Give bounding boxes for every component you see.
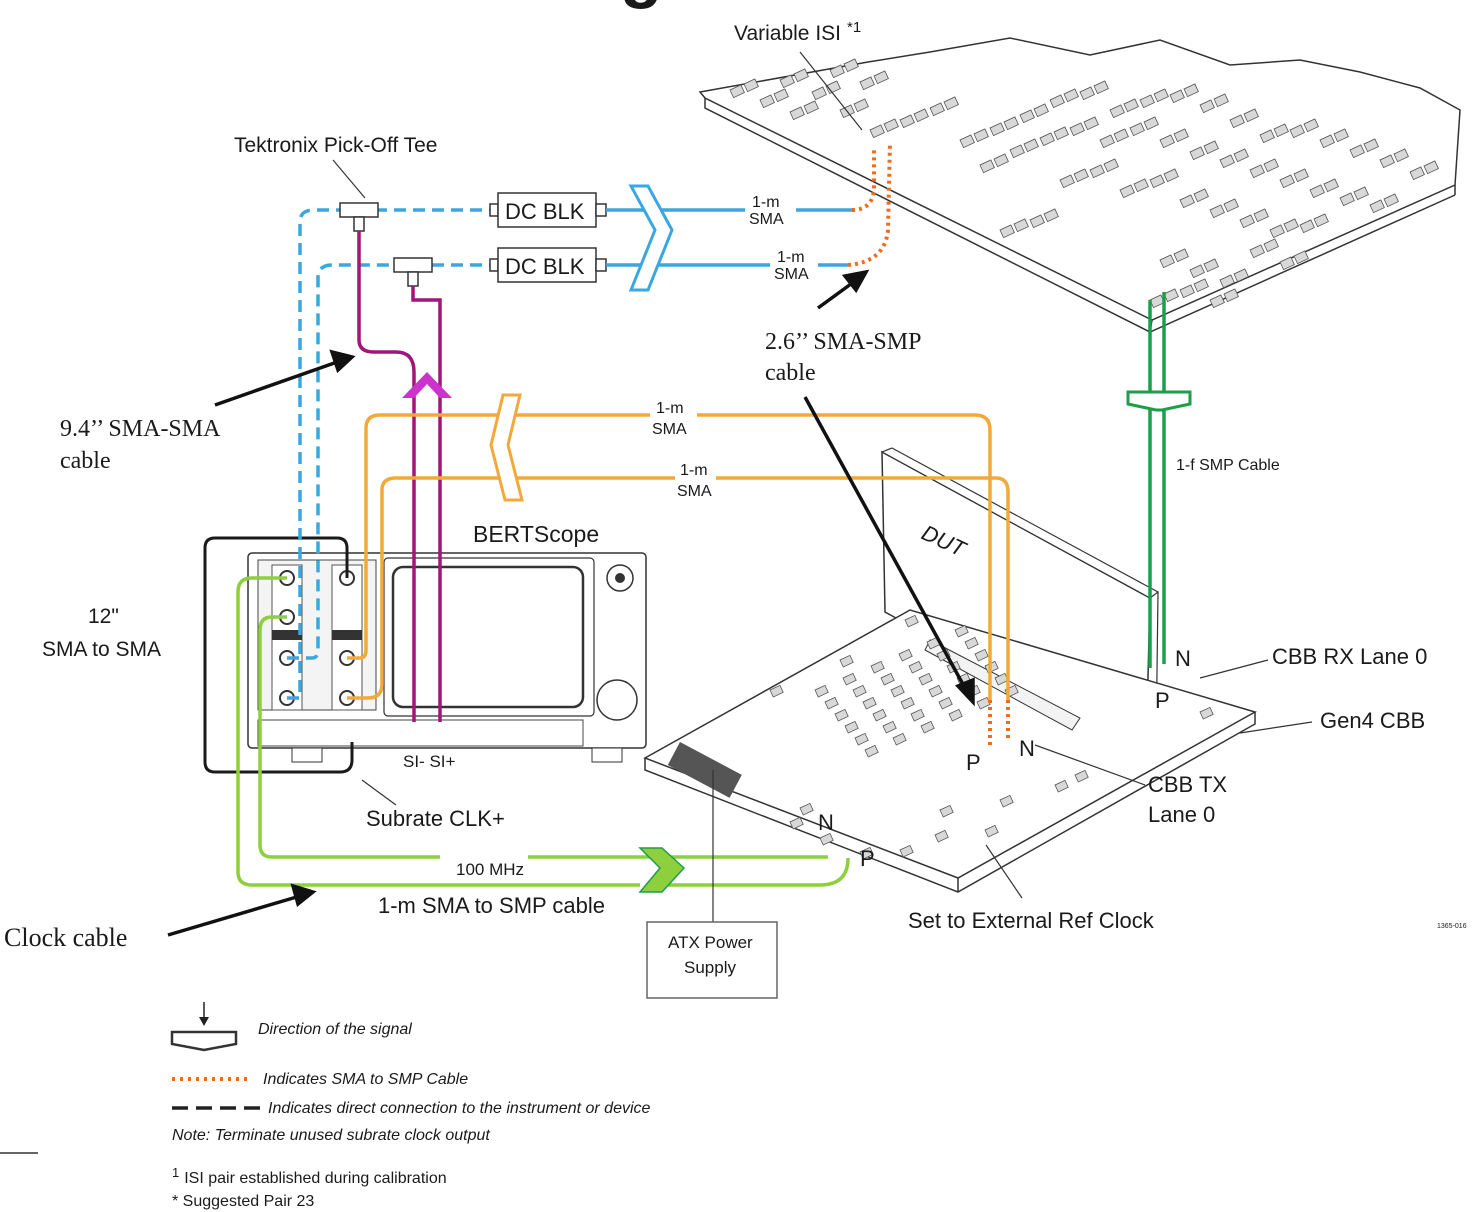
legend-sma-smp: Indicates SMA to SMP Cable bbox=[263, 1071, 468, 1088]
legend-direct: Indicates direct connection to the instr… bbox=[268, 1100, 651, 1117]
sma-smp-1m-label: 1-m SMA to SMP cable bbox=[378, 893, 605, 918]
magenta-direction-chevron bbox=[402, 372, 452, 398]
connector-pad bbox=[1210, 295, 1224, 308]
cbb-tx-line2: Lane 0 bbox=[1148, 802, 1215, 827]
set-ext-ref-label: Set to External Ref Clock bbox=[908, 908, 1155, 933]
atx-line2: Supply bbox=[684, 958, 736, 977]
sma-top-2: SMA bbox=[774, 266, 809, 283]
subrate-clk-label: Subrate CLK+ bbox=[366, 806, 505, 831]
bertscope-label: BERTScope bbox=[473, 521, 599, 547]
legend-note: Note: Terminate unused subrate clock out… bbox=[172, 1127, 490, 1144]
sma-1m-top-2: 1-m bbox=[777, 249, 805, 266]
sma-1m-mid-1: 1-m bbox=[656, 400, 684, 417]
legend: Direction of the signal Indicates SMA to… bbox=[172, 1002, 651, 1210]
sma-1m-top-1: 1-m bbox=[752, 194, 780, 211]
green-smp-cable bbox=[1150, 292, 1164, 668]
sma-mid-1: SMA bbox=[652, 421, 687, 438]
header-fragment: g bbox=[620, 0, 663, 9]
smp-2-6-label-line2: cable bbox=[765, 360, 816, 386]
isi-board bbox=[700, 38, 1460, 332]
connector-pad bbox=[1224, 289, 1238, 302]
sma12-line1: 12" bbox=[88, 605, 119, 628]
cbb-rx-label: CBB RX Lane 0 bbox=[1272, 644, 1427, 669]
clk-pin-p: P bbox=[860, 846, 875, 871]
sma12-line2: SMA to SMA bbox=[42, 638, 161, 661]
legend-direction: Direction of the signal bbox=[258, 1021, 412, 1038]
smp-1f-label: 1-f SMP Cable bbox=[1176, 457, 1280, 474]
figure-id: 1365-016 bbox=[1437, 923, 1467, 930]
knob-large bbox=[597, 680, 637, 720]
dc-block-2-label: DC BLK bbox=[505, 254, 585, 279]
sma-top-1: SMA bbox=[749, 211, 784, 228]
orange-direction-chevron bbox=[491, 395, 522, 500]
rx-pin-n: N bbox=[1175, 646, 1191, 671]
cbb-tx-line1: CBB TX bbox=[1148, 772, 1227, 797]
dc-block-1: DC BLK bbox=[490, 193, 606, 227]
legend-direction-icon bbox=[172, 1032, 236, 1050]
footnote-1: 1ISI pair established during calibration bbox=[172, 1165, 447, 1187]
dc-block-1-label: DC BLK bbox=[505, 199, 585, 224]
clk-pin-n: N bbox=[818, 810, 834, 835]
pickoff-tee-label: Tektronix Pick-Off Tee bbox=[234, 134, 437, 157]
dc-block-2: DC BLK bbox=[490, 248, 606, 282]
footnote-2: * Suggested Pair 23 bbox=[172, 1193, 314, 1210]
pickoff-tee-2 bbox=[394, 258, 432, 286]
pickoff-tee-1 bbox=[340, 203, 378, 231]
blue-direction-chevron bbox=[631, 186, 672, 290]
si-label: SI- SI+ bbox=[403, 752, 456, 771]
smp-2-6-label-line1: 2.6’’ SMA-SMP bbox=[765, 329, 921, 355]
tx-pin-n: N bbox=[1019, 736, 1035, 761]
sma-9-4-label-line1: 9.4’’ SMA-SMA bbox=[60, 416, 221, 442]
tx-pin-p: P bbox=[966, 750, 981, 775]
rx-pin-p: P bbox=[1155, 688, 1170, 713]
variable-isi-label: Variable ISI*1 bbox=[734, 19, 861, 45]
mhz100-label: 100 MHz bbox=[456, 860, 524, 879]
clock-cable-label: Clock cable bbox=[4, 923, 127, 952]
green-direction-chevron bbox=[1128, 392, 1190, 410]
sma-1m-mid-2: 1-m bbox=[680, 462, 708, 479]
sma-9-4-label-line2: cable bbox=[60, 448, 111, 474]
gen4-cbb-label: Gen4 CBB bbox=[1320, 708, 1425, 733]
sma-mid-2: SMA bbox=[677, 483, 712, 500]
atx-line1: ATX Power bbox=[668, 933, 753, 952]
